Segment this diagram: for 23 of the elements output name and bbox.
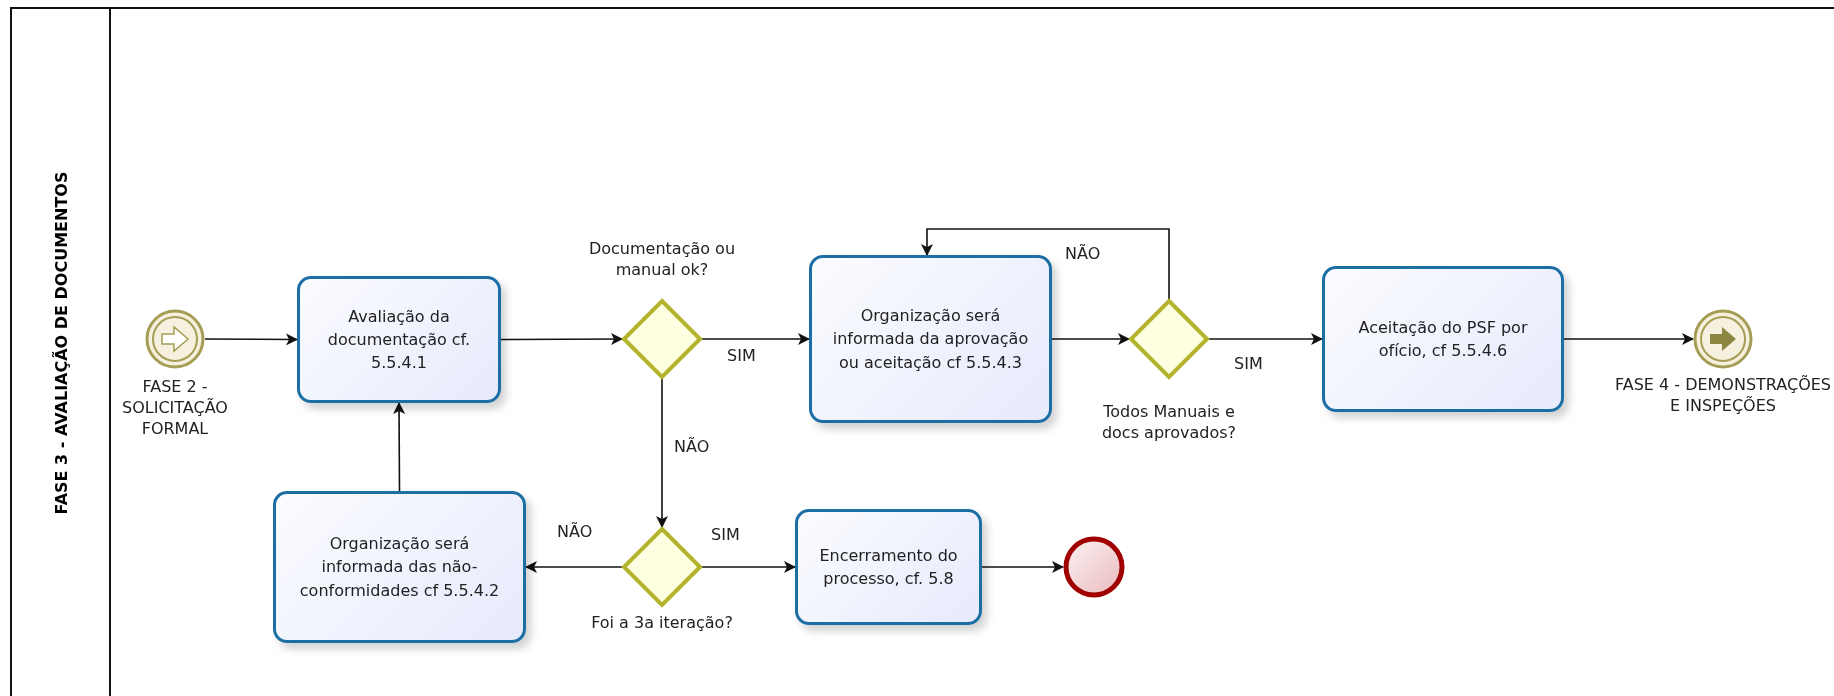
sequence-arrow bbox=[921, 228, 1170, 300]
sequence-arrow bbox=[204, 333, 298, 346]
task-box: Encerramento do processo, cf. 5.8 bbox=[795, 509, 982, 625]
task-box: Organização será informada das não-conformidades cf 5.5.4.2 bbox=[273, 491, 526, 643]
sequence-arrow bbox=[701, 561, 796, 573]
task-box: Avaliação da documentação cf. 5.5.4.1 bbox=[297, 276, 501, 403]
event-label: FASE 4 - DEMONSTRAÇÕES E INSPEÇÕES bbox=[1613, 375, 1832, 417]
gateway-label: Documentação ou manual ok? bbox=[587, 239, 737, 281]
sequence-arrow bbox=[1051, 333, 1130, 345]
task-box: Organização será informada da aprovação ou aceitação cf 5.5.4.3 bbox=[809, 255, 1052, 423]
task-box: Aceitação do PSF por ofício, cf 5.5.4.6 bbox=[1322, 266, 1564, 412]
event-label: FASE 2 - SOLICITAÇÃO FORMAL bbox=[121, 377, 229, 440]
lane-title: FASE 3 - AVALIAÇÃO DE DOCUMENTOS bbox=[51, 171, 71, 515]
sequence-arrow bbox=[981, 561, 1064, 573]
sequence-arrow bbox=[1563, 333, 1694, 345]
sequence-arrow bbox=[701, 333, 810, 345]
sequence-arrow bbox=[393, 402, 406, 492]
gateway-label: Todos Manuais e docs aprovados? bbox=[1100, 402, 1238, 444]
sequence-arrow bbox=[1208, 333, 1323, 345]
sequence-arrow bbox=[656, 378, 668, 528]
gateway-label: Foi a 3a iteração? bbox=[590, 613, 734, 634]
sequence-arrow bbox=[525, 561, 623, 573]
sequence-arrow bbox=[500, 333, 623, 346]
